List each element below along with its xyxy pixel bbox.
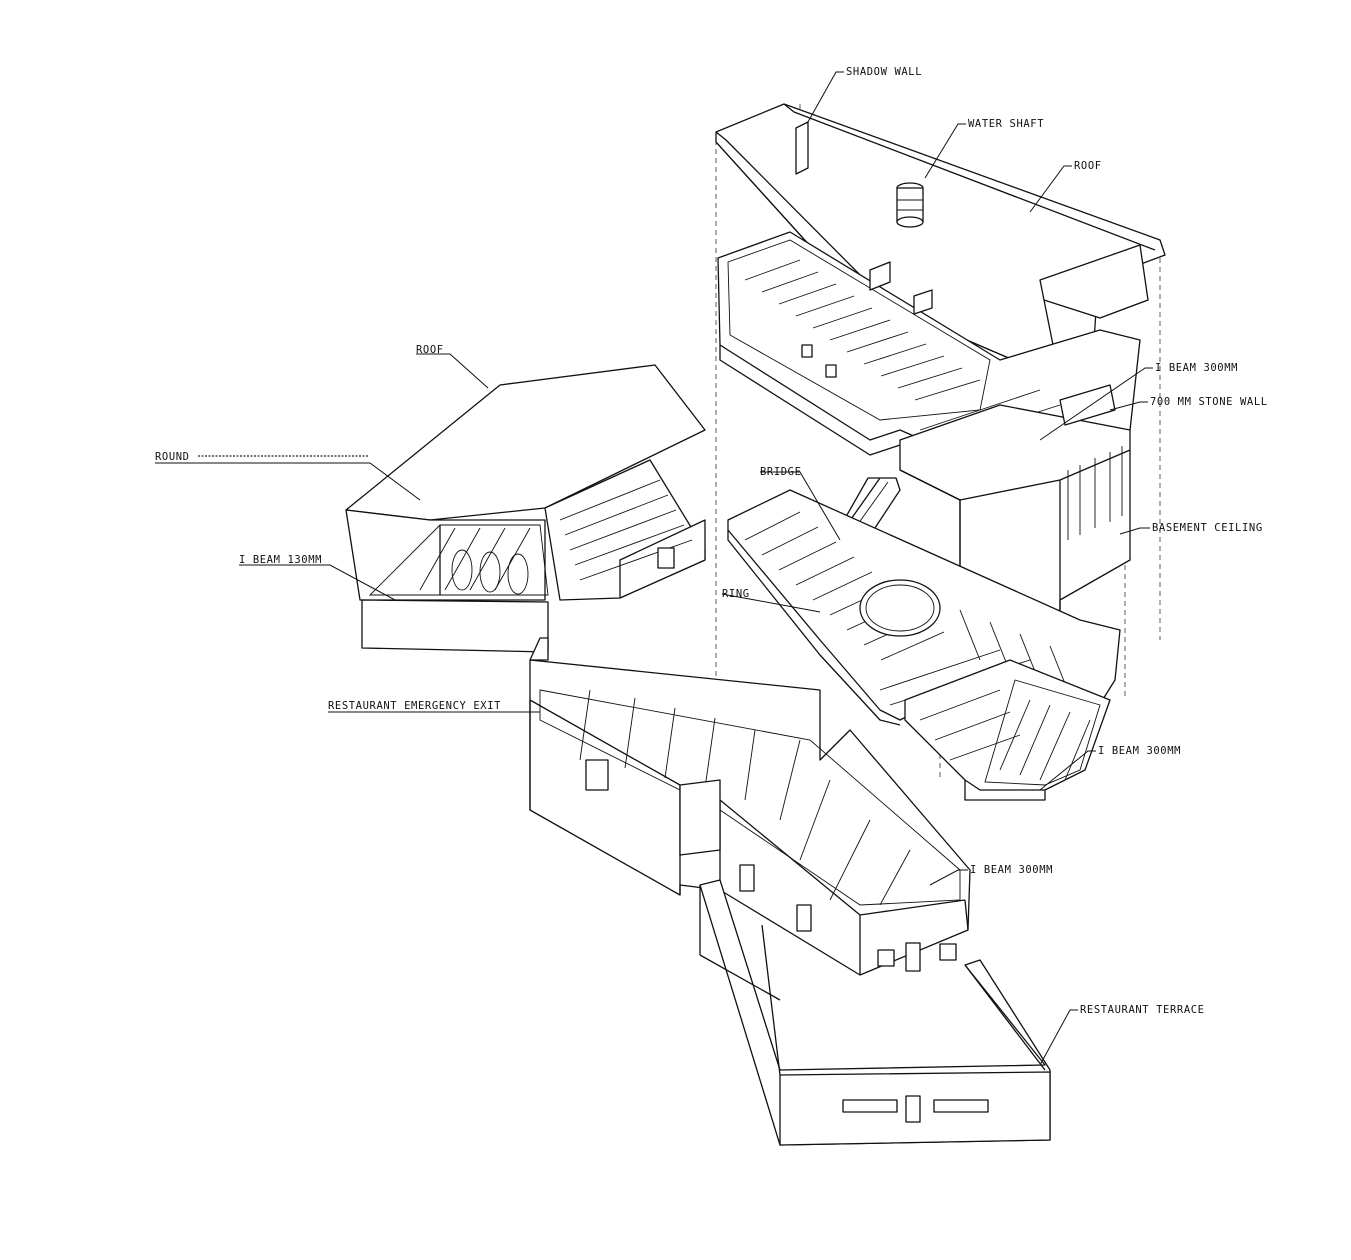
annotation-labels: SHADOW WALL WATER SHAFT ROOF I BEAM 300M… [155,66,1268,1016]
label-round: ROUND [155,451,190,463]
label-roof-upper: ROOF [1074,160,1102,172]
leader-lines [155,71,1153,1066]
stone-wall-block [899,384,1131,641]
label-bridge: BRIDGE [760,466,802,478]
label-stone-wall: 700 MM STONE WALL [1150,396,1268,408]
label-shadow-wall: SHADOW WALL [846,66,922,78]
restaurant-building [529,637,971,976]
label-basement-ceiling: BASEMENT CEILING [1152,522,1263,534]
upper-roof-slab [715,103,1166,381]
label-i-beam-130: I BEAM 130MM [239,554,322,566]
shadow-wall [795,121,809,175]
restaurant-terrace [699,879,1051,1146]
label-i-beam-300-b: I BEAM 300MM [1098,745,1181,757]
label-ring: RING [722,588,750,600]
water-shaft [896,182,924,228]
label-water-shaft: WATER SHAFT [968,118,1044,130]
label-restaurant-terrace: RESTAURANT TERRACE [1080,1004,1205,1016]
left-pavilion [345,364,706,653]
label-restaurant-emergency-exit: RESTAURANT EMERGENCY EXIT [328,700,501,712]
label-roof-left: ROOF [416,344,444,356]
lower-beam-section [904,659,1111,801]
label-i-beam-300-a: I BEAM 300MM [1155,362,1238,374]
label-i-beam-300-c: I BEAM 300MM [970,864,1053,876]
